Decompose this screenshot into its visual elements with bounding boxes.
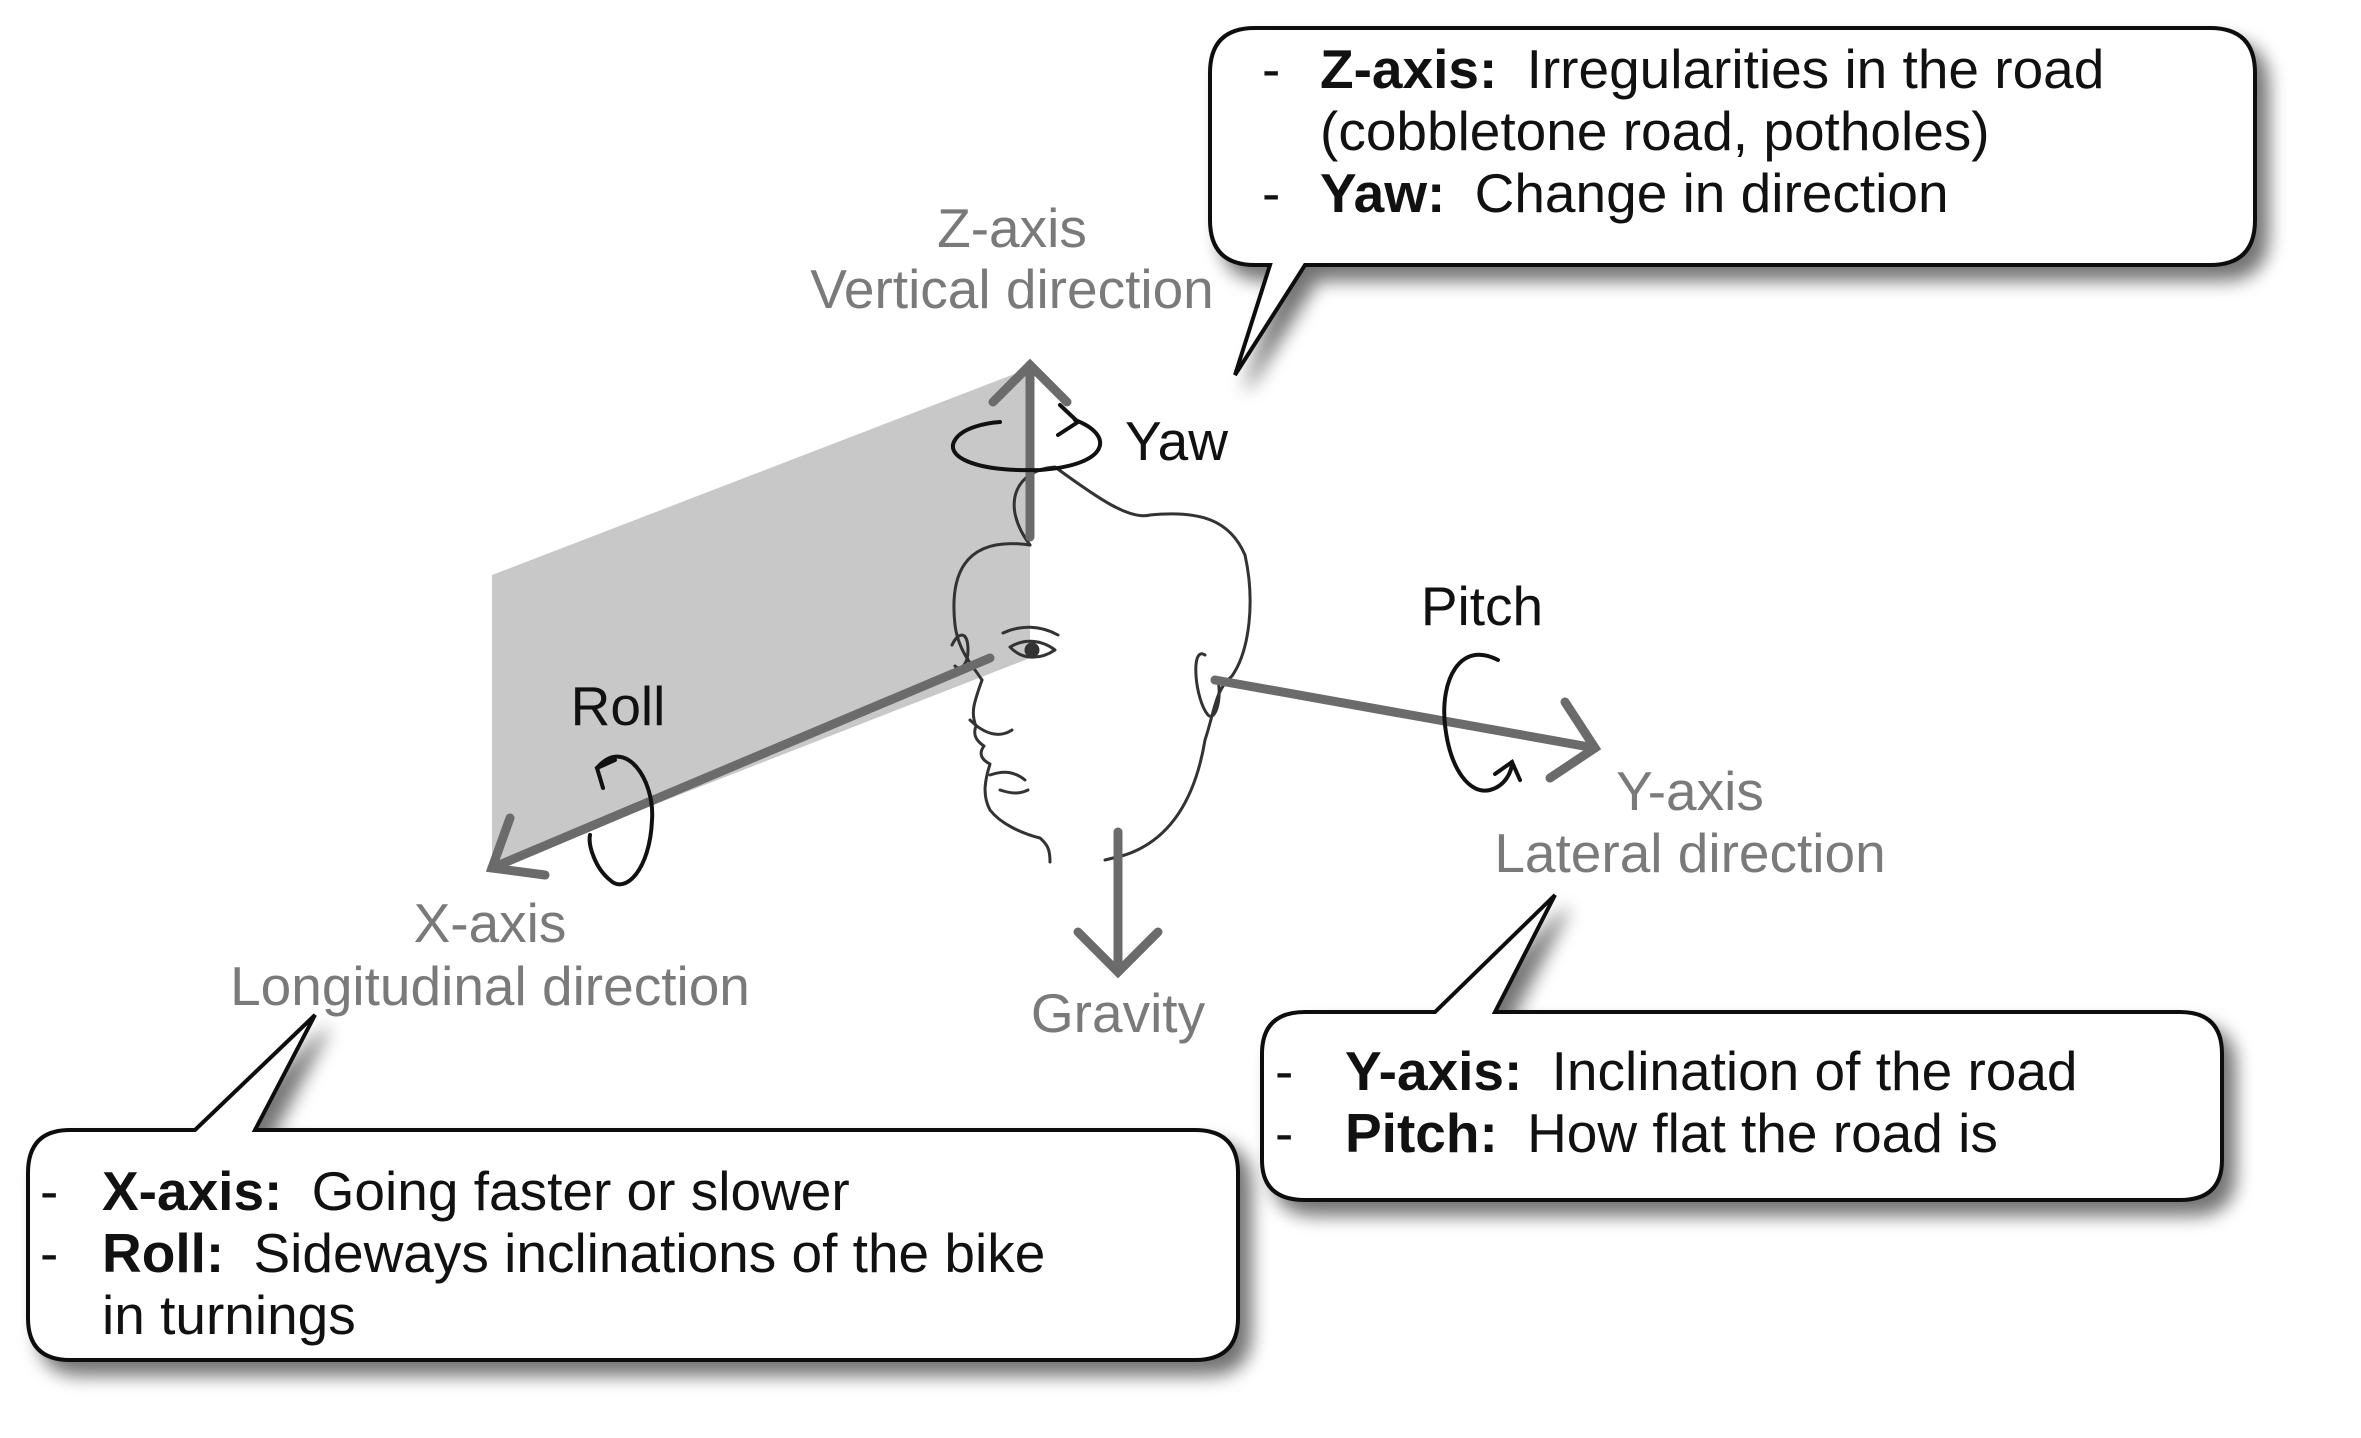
longitudinal-plane: [492, 368, 1030, 868]
callout-y-pitch: [1260, 893, 2224, 1202]
head-illustration: [950, 465, 1252, 864]
callout-bullet: -: [40, 1160, 58, 1222]
pitch-label: Pitch: [1421, 575, 1543, 637]
callout-term-pitch: Pitch:: [1345, 1102, 1498, 1164]
callout-bullet: -: [1262, 38, 1280, 100]
callout-bullet: -: [1275, 1102, 1293, 1164]
x-axis-label: X-axis: [414, 892, 567, 954]
callout-bullet: -: [1275, 1040, 1293, 1102]
callout-x-roll: [26, 1013, 1240, 1362]
yaw-label: Yaw: [1125, 410, 1228, 472]
callout-z-item1: - Z-axis: Irregularities in the road: [1262, 38, 2104, 100]
callout-term-y-axis: Y-axis:: [1345, 1040, 1522, 1102]
callout-pitch-item: - Pitch: How flat the road is: [1275, 1102, 1998, 1164]
callout-desc-roll: Sideways inclinations of the bike: [253, 1222, 1045, 1284]
z-axis-arrow: [988, 358, 1072, 542]
callout-desc-x-axis: Going faster or slower: [312, 1160, 850, 1222]
z-axis-direction-label: Vertical direction: [810, 258, 1214, 320]
callout-y-item: - Y-axis: Inclination of the road: [1275, 1040, 2078, 1102]
y-axis-label: Y-axis: [1616, 760, 1764, 822]
callout-desc-y-axis: Inclination of the road: [1552, 1040, 2078, 1102]
callout-term-z-axis: Z-axis:: [1320, 38, 1497, 100]
x-axis-direction-label: Longitudinal direction: [230, 955, 750, 1017]
callout-desc-pitch: How flat the road is: [1527, 1102, 1998, 1164]
callout-bullet: -: [40, 1222, 58, 1284]
roll-label: Roll: [571, 675, 666, 737]
gravity-arrow: [1073, 827, 1163, 979]
callout-roll-item: - Roll: Sideways inclinations of the bik…: [40, 1222, 1045, 1284]
pitch-rotation-icon: [1442, 652, 1522, 793]
z-axis-label: Z-axis: [937, 197, 1087, 259]
y-axis-direction-label: Lateral direction: [1494, 822, 1885, 884]
callout-bullet: -: [1262, 162, 1280, 224]
callout-term-yaw: Yaw:: [1320, 162, 1445, 224]
callout-term-x-axis: X-axis:: [102, 1160, 282, 1222]
callout-z-yaw: [1208, 26, 2257, 377]
y-axis-arrow: [1210, 675, 1602, 783]
roll-rotation-icon: [587, 754, 655, 887]
callout-desc-z-axis: Irregularities in the road: [1527, 38, 2105, 100]
callout-x-item: - X-axis: Going faster or slower: [40, 1160, 850, 1222]
gravity-label: Gravity: [1031, 982, 1206, 1044]
x-axis-arrow: [485, 653, 995, 880]
callout-roll-item-line2: in turnings: [102, 1284, 356, 1346]
callout-desc-yaw: Change in direction: [1475, 162, 1949, 224]
callout-term-roll: Roll:: [102, 1222, 224, 1284]
yaw-rotation-icon: [951, 403, 1103, 473]
callout-yaw-item: - Yaw: Change in direction: [1262, 162, 1949, 224]
callout-z-item1-line2: (cobbletone road, potholes): [1320, 100, 1990, 162]
